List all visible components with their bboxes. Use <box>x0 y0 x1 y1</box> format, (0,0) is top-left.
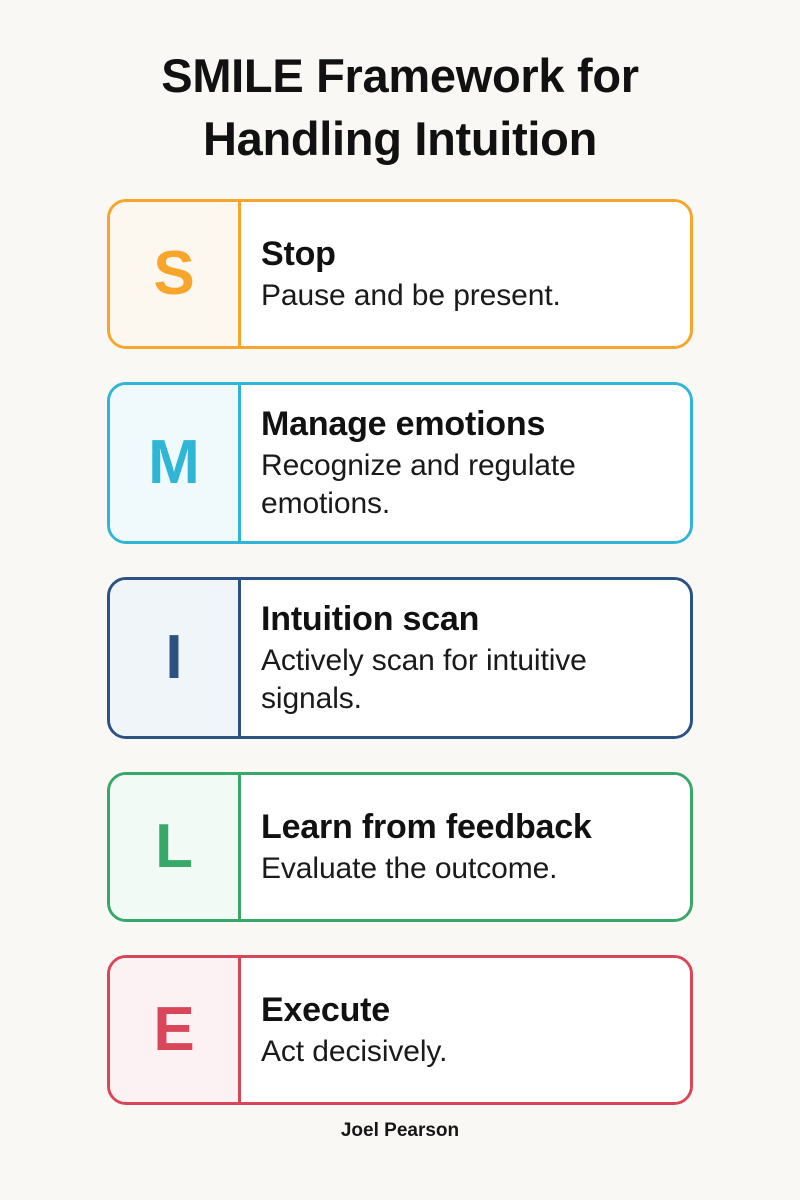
letter-panel-l: L <box>110 774 241 919</box>
card-body-m: Manage emotions Recognize and regulate e… <box>241 384 690 541</box>
smile-card-m: M Manage emotions Recognize and regulate… <box>107 381 693 544</box>
letter-panel-s: S <box>110 201 241 346</box>
card-description-m: Recognize and regulate emotions. <box>261 449 576 521</box>
card-body-i: Intuition scan Actively scan for intuiti… <box>241 579 690 736</box>
smile-card-e: E Execute Act decisively. <box>107 954 693 1105</box>
page-title-line-2: Handling Intuition <box>202 112 597 166</box>
card-description-e: Act decisively. <box>261 1035 448 1069</box>
page-title-line-1: SMILE Framework for <box>161 49 639 102</box>
card-description-l: Evaluate the outcome. <box>261 852 558 886</box>
card-heading-i: Intuition scan <box>261 599 480 638</box>
card-description-i: Actively scan for intuitive signals. <box>261 644 587 716</box>
letter-glyph-e: E <box>153 994 195 1064</box>
letter-glyph-l: L <box>155 811 193 881</box>
card-description-s: Pause and be present. <box>261 279 561 313</box>
letter-glyph-i: I <box>165 622 183 692</box>
smile-card-l: L Learn from feedback Evaluate the outco… <box>107 771 693 922</box>
card-heading-l: Learn from feedback <box>261 808 592 847</box>
card-body-l: Learn from feedback Evaluate the outcome… <box>241 774 690 919</box>
card-heading-e: Execute <box>261 991 391 1030</box>
letter-panel-m: M <box>110 384 241 541</box>
smile-card-i: I Intuition scan Actively scan for intui… <box>107 576 693 739</box>
letter-panel-i: I <box>110 579 241 736</box>
card-body-s: Stop Pause and be present. <box>241 201 690 346</box>
smile-card-s: S Stop Pause and be present. <box>107 198 693 349</box>
card-heading-m: Manage emotions <box>261 404 546 443</box>
smile-card-list: S Stop Pause and be present. M Manage em… <box>107 198 693 1105</box>
card-body-e: Execute Act decisively. <box>241 957 690 1102</box>
letter-panel-e: E <box>110 957 241 1102</box>
card-heading-s: Stop <box>261 235 336 274</box>
page-title: SMILE Framework for Handling Intuition <box>90 44 710 171</box>
letter-glyph-s: S <box>153 238 195 308</box>
footer-credit: Joel Pearson <box>340 1119 460 1141</box>
letter-glyph-m: M <box>148 427 200 497</box>
